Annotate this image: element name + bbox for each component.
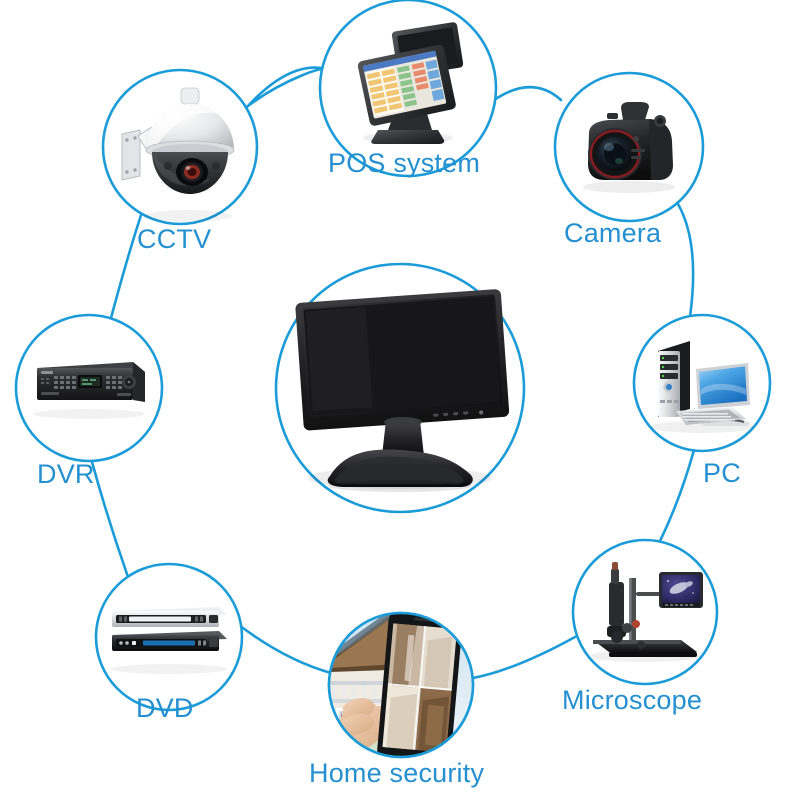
connector-dvr-cctv xyxy=(109,210,144,320)
label-home-security: Home security xyxy=(309,758,485,788)
connector-home-dvd xyxy=(237,623,333,675)
label-pos-system: POS system xyxy=(328,148,481,178)
label-camera: Camera xyxy=(564,218,662,248)
label-microscope: Microscope xyxy=(562,685,703,715)
connector-camera-pc xyxy=(676,202,695,319)
connector-dvd-dvr xyxy=(90,460,130,579)
dvr-recorder-icon xyxy=(33,362,145,419)
connector-pc-micro xyxy=(658,448,696,543)
connector-pos-camera xyxy=(485,85,563,107)
label-pc: PC xyxy=(703,458,741,488)
label-dvd: DVD xyxy=(136,693,194,723)
pos-terminal-icon xyxy=(357,22,464,144)
dslr-camera-icon xyxy=(583,102,675,193)
lcd-monitor-icon xyxy=(295,289,510,492)
digital-microscope-icon xyxy=(590,562,703,662)
connector-cctv-pos-2 xyxy=(245,66,329,109)
circle-micro xyxy=(571,538,719,686)
desktop-pc-icon xyxy=(650,341,754,433)
label-dvr: DVR xyxy=(37,459,95,489)
connector-micro-home xyxy=(471,635,577,680)
dvd-player-icon xyxy=(111,607,227,674)
dome-cctv-camera-icon xyxy=(121,87,235,222)
label-cctv: CCTV xyxy=(137,224,212,254)
